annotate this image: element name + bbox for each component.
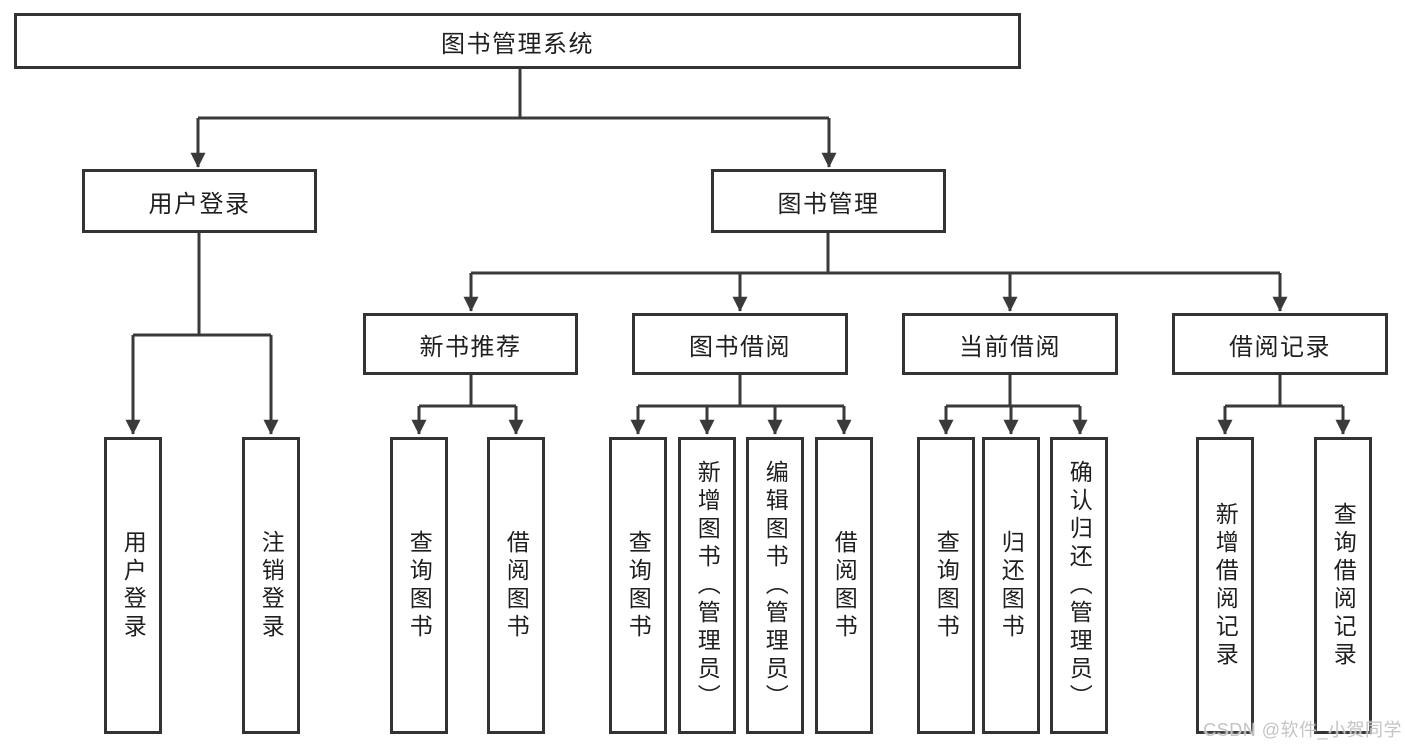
node-label: 图书管理系统	[441, 30, 594, 58]
node-label: 新增图书（管理员）	[694, 459, 721, 712]
node-label: 查询图书	[406, 529, 433, 642]
node-label: 图书借阅	[689, 333, 791, 361]
node-label: 借阅记录	[1229, 333, 1331, 361]
node-current-borrow: 当前借阅	[902, 313, 1118, 375]
connector-user-login-children	[125, 231, 279, 435]
node-label: 归还图书	[998, 529, 1025, 642]
connector-root-to-level2	[190, 66, 837, 168]
connector-current-borrow-children	[938, 373, 1088, 435]
node-borrow-borrow-books: 借阅图书	[815, 437, 873, 734]
connector-book-borrow-children	[630, 373, 852, 435]
node-label: 查询借阅记录	[1330, 501, 1357, 670]
node-label: 用户登录	[148, 190, 251, 218]
node-label: 图书管理	[777, 190, 880, 218]
csdn-watermark: CSDN @软件_小贺同学	[1203, 720, 1402, 740]
node-label: 编辑图书（管理员）	[762, 459, 789, 712]
node-user-login: 用户登录	[82, 169, 317, 233]
node-current-return-books: 归还图书	[982, 437, 1040, 734]
node-root: 图书管理系统	[14, 13, 1021, 69]
node-newrec-borrow-books: 借阅图书	[487, 437, 545, 734]
connector-new-book-rec-children	[411, 373, 524, 435]
node-label: 注销登录	[258, 529, 285, 642]
node-current-query-books: 查询图书	[917, 437, 975, 734]
node-borrow-query-books: 查询图书	[609, 437, 667, 734]
node-leaf-user-login: 用户登录	[104, 437, 162, 734]
node-label: 当前借阅	[959, 333, 1061, 361]
node-record-add-borrow-record: 新增借阅记录	[1196, 437, 1254, 734]
node-borrow-add-books-admin: 新增图书（管理员）	[678, 437, 736, 734]
node-current-confirm-return-admin: 确认归还（管理员）	[1050, 437, 1108, 734]
node-borrow-record: 借阅记录	[1172, 313, 1388, 375]
node-new-book-recommend: 新书推荐	[363, 313, 578, 375]
node-label: 查询图书	[625, 529, 652, 642]
node-borrow-edit-books-admin: 编辑图书（管理员）	[746, 437, 804, 734]
node-label: 新书推荐	[419, 333, 522, 361]
connector-book-mgmt-children	[463, 231, 1288, 312]
node-newrec-query-books: 查询图书	[390, 437, 448, 734]
connector-borrow-record-children	[1217, 373, 1351, 435]
node-label: 新增借阅记录	[1212, 501, 1239, 670]
node-label: 借阅图书	[831, 529, 858, 642]
node-leaf-logout: 注销登录	[242, 437, 300, 734]
node-book-management: 图书管理	[711, 169, 946, 233]
node-label: 查询图书	[933, 529, 960, 642]
node-label: 用户登录	[120, 529, 147, 642]
node-label: 借阅图书	[503, 529, 530, 642]
node-record-query-borrow-record: 查询借阅记录	[1314, 437, 1372, 734]
node-label: 确认归还（管理员）	[1066, 459, 1093, 712]
node-book-borrow: 图书借阅	[632, 313, 848, 375]
